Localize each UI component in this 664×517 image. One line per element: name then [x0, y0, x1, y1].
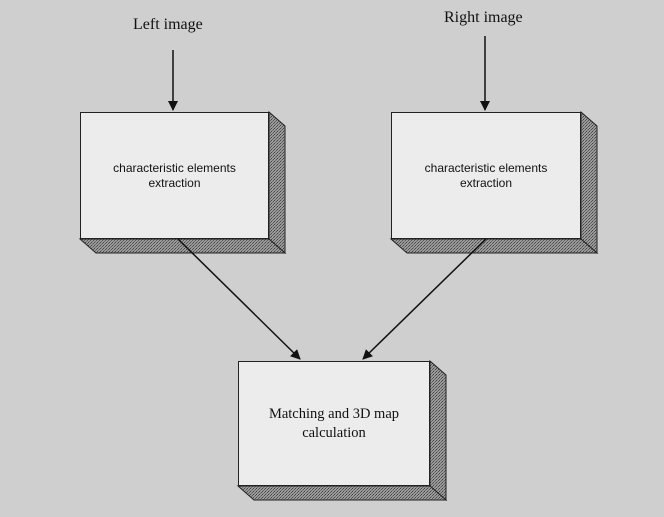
- matching-line2: calculation: [302, 424, 366, 441]
- left-extraction-box: characteristic elements extraction: [80, 112, 269, 239]
- matching-box-text: Matching and 3D map calculation: [269, 405, 399, 441]
- right-extraction-box-text: characteristic elements extraction: [425, 161, 548, 191]
- right-to-matching-arrow: [362, 238, 487, 360]
- right-extraction-line1: characteristic elements: [424, 160, 548, 175]
- right-image-label: Right image: [444, 9, 523, 26]
- right-extraction-line2: extraction: [459, 175, 513, 190]
- left-extraction-box-text: characteristic elements extraction: [113, 161, 236, 191]
- left-extraction-line1: characteristic elements: [113, 160, 236, 175]
- right-extraction-box: characteristic elements extraction: [391, 112, 581, 239]
- matching-box: Matching and 3D map calculation: [238, 361, 430, 486]
- left-extraction-line2: extraction: [148, 175, 201, 190]
- left-extraction-box-depth: [78, 110, 287, 255]
- right-extraction-box-depth: [389, 110, 599, 255]
- matching-line1: Matching and 3D map: [268, 406, 400, 423]
- matching-box-depth: [236, 359, 448, 502]
- left-image-label: Left image: [133, 16, 203, 33]
- left-to-matching-arrow: [177, 238, 301, 360]
